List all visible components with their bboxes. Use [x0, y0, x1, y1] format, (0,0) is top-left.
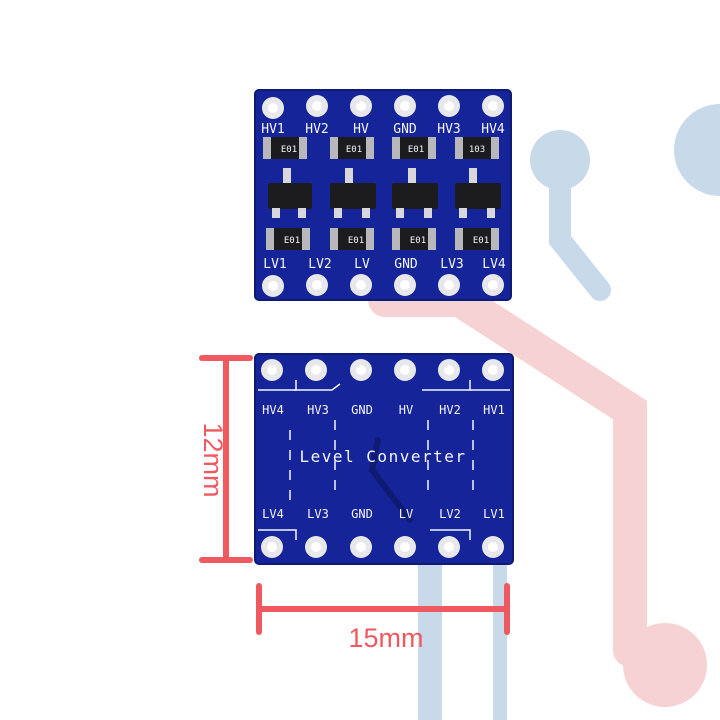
- top-pin-pads: [262, 95, 504, 119]
- height-label: 12mm: [198, 422, 228, 497]
- bottom-pin-pads: [261, 536, 504, 558]
- bottom-board-label: HV: [399, 403, 413, 417]
- height-dimension: 12mm: [198, 355, 253, 563]
- resistor: E01: [330, 228, 374, 250]
- top-board-label: LV2: [308, 257, 331, 272]
- resistor: E01: [266, 228, 310, 250]
- mosfet: [455, 168, 501, 218]
- resistor: 103: [455, 137, 499, 159]
- resistor-code: E01: [410, 236, 426, 246]
- bottom-board-label: GND: [351, 507, 373, 521]
- bottom-board-label: LV: [399, 507, 413, 521]
- resistor: E01: [330, 137, 374, 159]
- resistor-code: E01: [284, 236, 300, 246]
- top-board-label: LV4: [482, 257, 506, 272]
- bottom-board-label: HV3: [307, 403, 329, 417]
- top-board-label: HV3: [437, 122, 460, 137]
- resistor-code: E01: [348, 236, 364, 246]
- resistor: E01: [392, 228, 436, 250]
- top-board-label: GND: [394, 257, 418, 272]
- resistor: E01: [455, 228, 499, 250]
- mosfet: [330, 168, 376, 218]
- mosfet: [268, 168, 312, 218]
- width-label: 15mm: [348, 623, 423, 653]
- resistor-code: E01: [346, 145, 362, 155]
- mosfet-row: [268, 168, 501, 218]
- mosfet: [392, 168, 438, 218]
- top-board-label: HV4: [481, 122, 505, 137]
- top-board-label: HV: [353, 122, 369, 137]
- resistor: E01: [392, 137, 436, 159]
- top-board-label: HV2: [305, 122, 328, 137]
- resistor-code: E01: [473, 236, 489, 246]
- board-title: Level Converter: [300, 447, 467, 466]
- bottom-board-label: HV1: [483, 403, 505, 417]
- resistor-code: E01: [408, 145, 424, 155]
- bottom-board-label: LV3: [307, 507, 329, 521]
- top-board-label: HV1: [261, 122, 284, 137]
- resistor: E01: [263, 137, 307, 159]
- resistor-code: 103: [469, 145, 485, 155]
- top-board-label: LV1: [263, 257, 286, 272]
- upper-resistor-row: E01 E01 E01 103: [263, 137, 499, 159]
- resistor-code: E01: [281, 145, 297, 155]
- top-pin-pads: [261, 359, 504, 381]
- pcb-bottom-view: HV4 HV3 GND HV HV2 HV1 Level Converter L…: [254, 353, 514, 565]
- bottom-board-label: LV2: [439, 507, 461, 521]
- top-board-label: LV: [354, 257, 370, 272]
- top-board-label: GND: [393, 122, 417, 137]
- bottom-board-label: LV1: [483, 507, 505, 521]
- bottom-board-label: GND: [351, 403, 373, 417]
- bottom-pin-pads: [262, 274, 504, 297]
- pcb-top-view: HV1 HV2 HV GND HV3 HV4 E01 E01 E01: [254, 89, 512, 301]
- lower-resistor-row: E01 E01 E01 E01: [266, 228, 499, 250]
- bottom-board-label: LV4: [262, 507, 284, 521]
- width-dimension: 15mm: [256, 583, 510, 653]
- bottom-board-label: HV4: [262, 403, 284, 417]
- top-board-label: LV3: [440, 257, 463, 272]
- silkscreen-outlines: [258, 380, 510, 540]
- bottom-board-label: HV2: [439, 403, 461, 417]
